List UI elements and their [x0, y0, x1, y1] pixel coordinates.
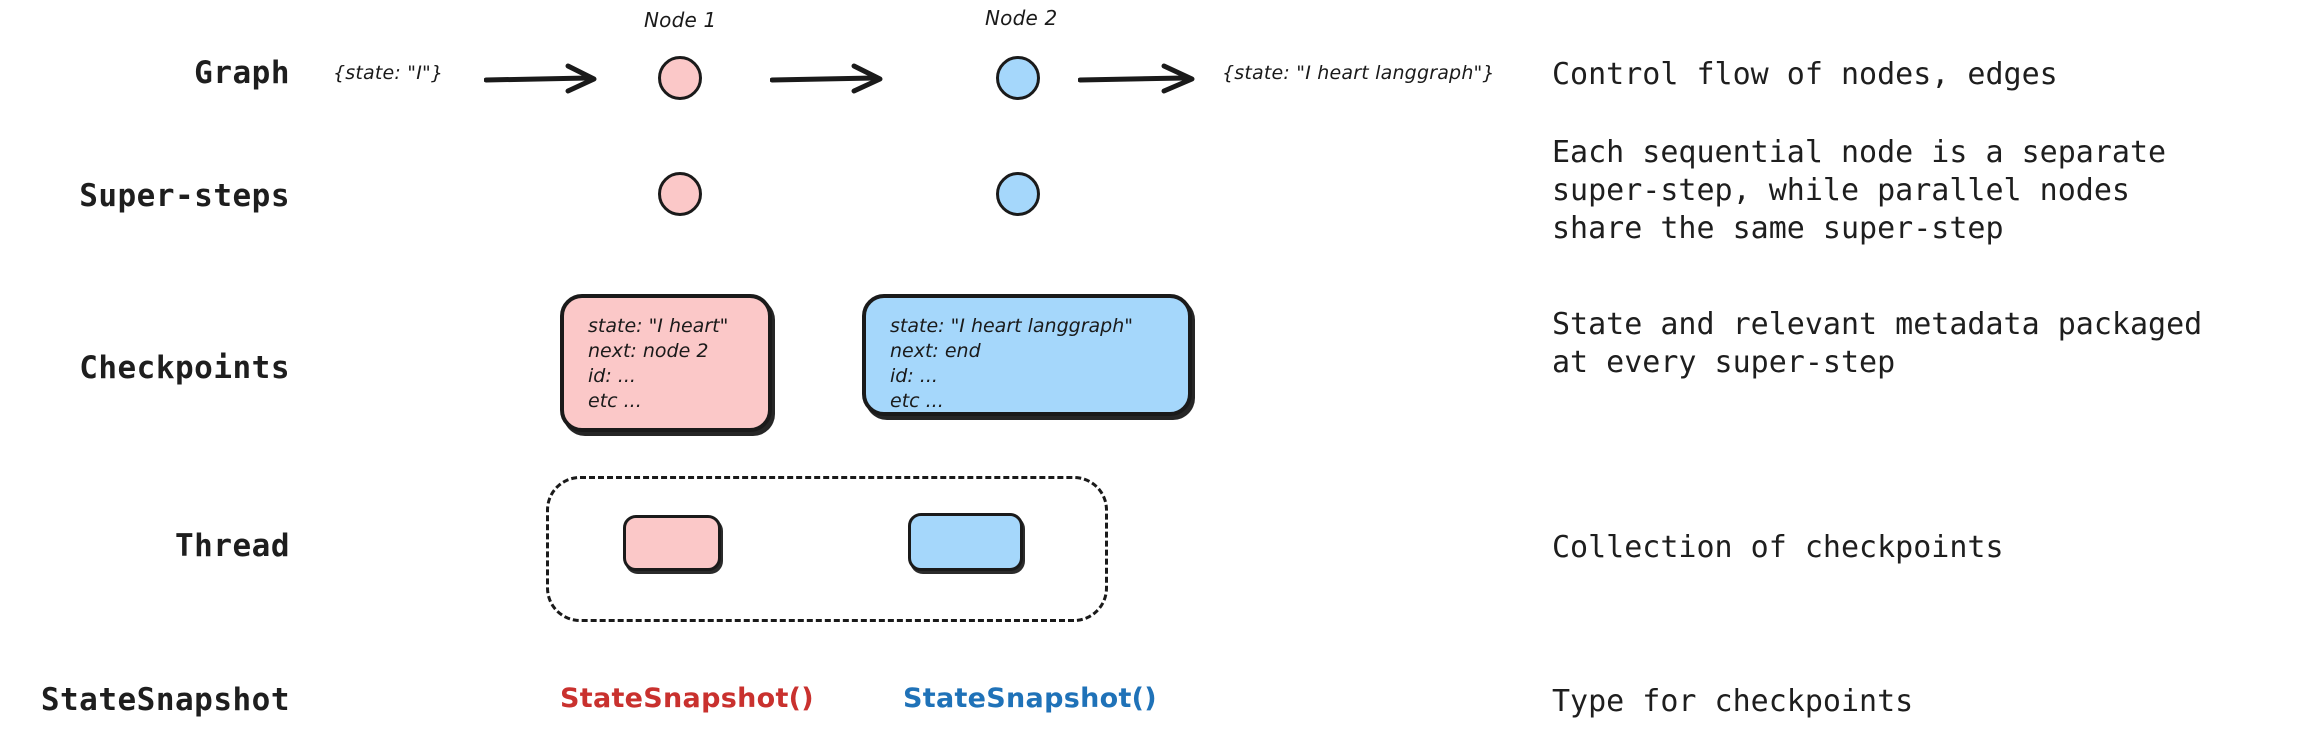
description-super-steps: Each sequential node is a separate super… — [1552, 135, 2167, 246]
graph-node-2-circle — [996, 56, 1040, 100]
checkpoint-pink-line-2: next: node 2 — [588, 340, 709, 362]
super-step-node-1-circle — [658, 172, 702, 216]
checkpoint-card-pink: state: "I heart" next: node 2 id: ... et… — [560, 294, 772, 432]
thread-container — [546, 476, 1108, 622]
checkpoint-pink-line-4: etc ... — [588, 390, 642, 412]
statesnapshot-label-pink: StateSnapshot() — [560, 683, 814, 714]
description-thread: Collection of checkpoints — [1552, 530, 2004, 565]
statesnapshot-label-blue: StateSnapshot() — [903, 683, 1157, 714]
row-label-checkpoints: Checkpoints — [79, 350, 290, 386]
graph-output-state-label: {state: "I heart langgraph"} — [1222, 62, 1495, 84]
checkpoint-blue-line-1: state: "I heart langgraph" — [890, 315, 1134, 337]
checkpoint-blue-line-3: id: ... — [890, 365, 938, 387]
description-checkpoints: State and relevant metadata packaged at … — [1552, 307, 2203, 380]
description-graph: Control flow of nodes, edges — [1552, 57, 2058, 92]
super-step-node-2-circle — [996, 172, 1040, 216]
checkpoint-pink-line-1: state: "I heart" — [588, 315, 729, 337]
row-label-graph: Graph — [194, 55, 290, 91]
node-1-caption: Node 1 — [644, 8, 717, 32]
graph-arrow-2 — [770, 63, 883, 94]
checkpoint-blue-line-2: next: end — [890, 340, 981, 362]
node-2-caption: Node 2 — [985, 6, 1058, 30]
graph-arrow-3 — [1078, 63, 1195, 94]
thread-checkpoint-box-pink — [623, 515, 721, 571]
checkpoint-card-blue: state: "I heart langgraph" next: end id:… — [862, 294, 1192, 416]
checkpoint-pink-line-3: id: ... — [588, 365, 636, 387]
row-label-statesnapshot: StateSnapshot — [40, 682, 290, 718]
description-statesnapshot: Type for checkpoints — [1552, 684, 1914, 719]
row-label-super-steps: Super-steps — [79, 178, 290, 214]
graph-node-1-circle — [658, 56, 702, 100]
graph-input-state-label: {state: "I"} — [333, 62, 444, 84]
row-label-thread: Thread — [175, 528, 290, 564]
thread-checkpoint-box-blue — [908, 513, 1023, 571]
graph-arrow-1 — [484, 63, 597, 94]
checkpoint-blue-line-4: etc ... — [890, 390, 944, 412]
